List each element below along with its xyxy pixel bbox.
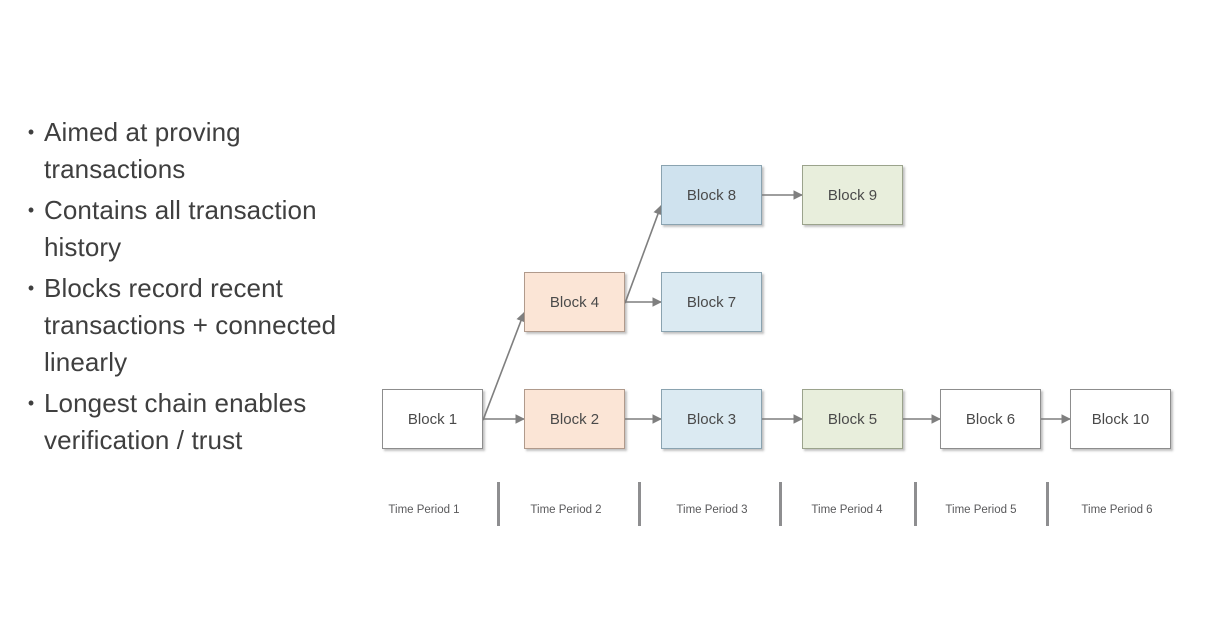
time-period-label: Time Period 6 — [1081, 504, 1153, 516]
bullet-text: Aimed at proving transactions — [44, 117, 241, 184]
edge-block-4-to-block-8 — [624, 204, 663, 304]
block-label: Block 6 — [965, 410, 1016, 428]
edge-block-1-to-block-4 — [482, 311, 526, 421]
diagram-block-1[interactable]: Block 1 — [382, 389, 483, 449]
time-period-label: Time Period 1 — [388, 504, 460, 516]
diagram-block-4[interactable]: Block 4 — [524, 272, 625, 332]
block-label: Block 3 — [686, 410, 737, 428]
time-period-label: Time Period 5 — [945, 504, 1017, 516]
block-label: Block 4 — [549, 293, 600, 311]
bullet-text: Longest chain enables verification / tru… — [44, 388, 307, 455]
block-label: Block 2 — [549, 410, 600, 428]
block-label: Block 10 — [1091, 410, 1150, 428]
diagram-block-2[interactable]: Block 2 — [524, 389, 625, 449]
bullet-text: Contains all transaction history — [44, 195, 317, 262]
diagram-block-5[interactable]: Block 5 — [802, 389, 903, 449]
timeline-divider — [638, 482, 641, 526]
bullet-point-icon: • — [27, 393, 35, 413]
bullet-point-icon: • — [27, 200, 35, 220]
list-item: • Blocks record recent transactions + co… — [18, 270, 368, 381]
timeline-divider — [497, 482, 500, 526]
timeline-divider — [914, 482, 917, 526]
timeline-divider — [779, 482, 782, 526]
block-label: Block 8 — [686, 186, 737, 204]
time-period-label: Time Period 4 — [811, 504, 883, 516]
time-period-label: Time Period 2 — [530, 504, 602, 516]
block-label: Block 1 — [407, 410, 458, 428]
time-period-label: Time Period 3 — [676, 504, 748, 516]
list-item: • Aimed at proving transactions — [18, 114, 368, 188]
block-label: Block 9 — [827, 186, 878, 204]
block-label: Block 5 — [827, 410, 878, 428]
bullet-text: Blocks record recent transactions + conn… — [44, 273, 337, 377]
bullet-list: • Aimed at proving transactions • Contai… — [18, 114, 368, 463]
diagram-block-9[interactable]: Block 9 — [802, 165, 903, 225]
diagram-block-3[interactable]: Block 3 — [661, 389, 762, 449]
bullet-point-icon: • — [27, 278, 35, 298]
diagram-block-6[interactable]: Block 6 — [940, 389, 1041, 449]
block-label: Block 7 — [686, 293, 737, 311]
list-item: • Longest chain enables verification / t… — [18, 385, 368, 459]
diagram-block-8[interactable]: Block 8 — [661, 165, 762, 225]
bullet-point-icon: • — [27, 122, 35, 142]
diagram-block-10[interactable]: Block 10 — [1070, 389, 1171, 449]
diagram-block-7[interactable]: Block 7 — [661, 272, 762, 332]
list-item: • Contains all transaction history — [18, 192, 368, 266]
timeline-divider — [1046, 482, 1049, 526]
